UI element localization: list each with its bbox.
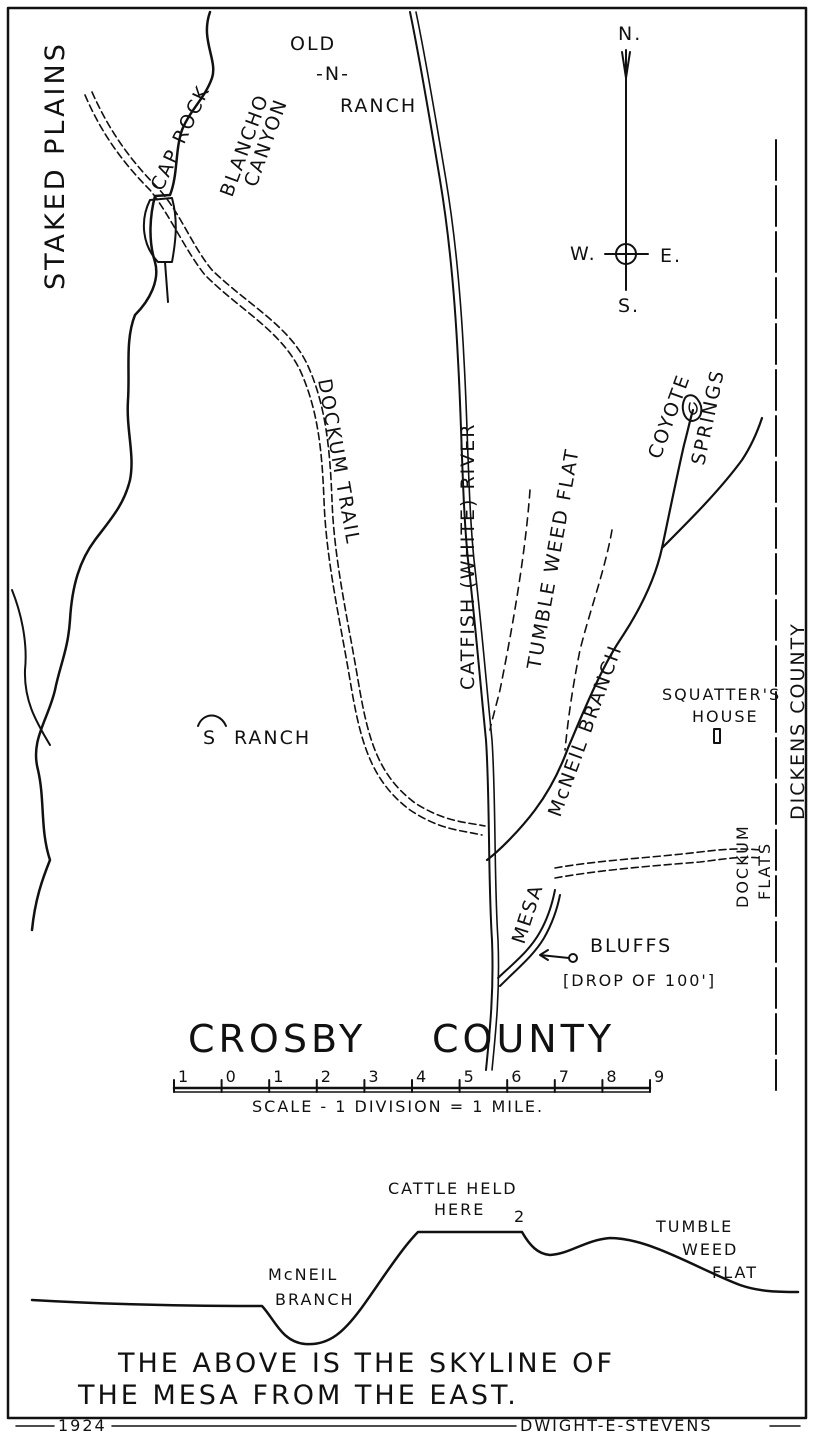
mcneil-branch [485, 408, 695, 862]
compass-n: N. [618, 23, 642, 45]
scale-tick-label: 6 [511, 1067, 523, 1086]
label-old: OLD [290, 33, 336, 55]
catfish-river-bank [415, 11, 500, 1071]
mesa-skyline [30, 1230, 800, 1346]
profile-mcneil-2: BRANCH [275, 1290, 355, 1309]
cap-rock-escarpment [30, 10, 215, 932]
mesa-bluff [497, 889, 556, 979]
caption-line-2: THE MESA FROM THE EAST. [77, 1380, 519, 1411]
coyote-springs-inner [688, 402, 698, 415]
label-ranch-top: RANCH [340, 95, 417, 117]
trail-to-dockum-flats [554, 848, 761, 869]
label-bluffs: BLUFFS [590, 935, 672, 957]
compass-s: S. [618, 295, 640, 317]
bluffs-marker [568, 953, 578, 963]
staked-plains-creek [11, 589, 51, 746]
scale-tick-label: 1 [178, 1067, 190, 1086]
profile-tumble-1: TUMBLE [655, 1217, 733, 1236]
label-dockum-flats-2: FLATS [755, 842, 774, 900]
label-river: CATFISH (WHITE) RIVER [457, 423, 479, 690]
label-crosby: CROSBY [188, 1017, 366, 1061]
footer-author: DWIGHT-E-STEVENS [520, 1416, 712, 1435]
mesa-bluff-edge [499, 894, 561, 987]
profile-cattle-held: CATTLE HELD [388, 1179, 518, 1198]
label-drop: [DROP OF 100'] [563, 971, 716, 990]
scale-tick-label: 0 [226, 1067, 238, 1086]
compass-e: E. [660, 245, 682, 267]
profile-here: HERE [434, 1200, 485, 1219]
label-n: -N- [316, 63, 350, 85]
canyon-wall [142, 197, 177, 263]
label-dickens-county: DICKENS COUNTY [787, 622, 809, 820]
mcneil-tributary [660, 416, 764, 550]
profile-tumble-3: FLAT [712, 1263, 758, 1282]
label-springs: SPRINGS [687, 367, 729, 467]
dockum-trail-edge [91, 91, 486, 827]
compass-rose [604, 49, 649, 291]
tumble-weed-ridge-1 [489, 489, 531, 731]
s-brand-arc [197, 714, 227, 727]
label-mcneil-branch: McNEIL BRANCH [544, 642, 627, 820]
label-dockum-flats-1: DOCKUM [733, 824, 752, 908]
label-mesa: MESA [508, 881, 548, 947]
bluffs-arrow [539, 949, 570, 961]
map-border [6, 6, 808, 1420]
label-squatters: SQUATTER'S [662, 685, 781, 704]
squatters-house-icon [713, 728, 721, 744]
label-coyote: COYOTE [644, 371, 695, 462]
label-cap-rock: CAP ROCK [147, 82, 215, 194]
scale-tick-label: 5 [464, 1067, 476, 1086]
scale-tick-label: 4 [416, 1067, 428, 1086]
label-dockum-trail: DOCKUM TRAIL [313, 377, 364, 547]
label-county: COUNTY [432, 1017, 615, 1061]
scale-tick-label: 3 [368, 1067, 380, 1086]
catfish-river [409, 11, 494, 1071]
footer-year: 1924 [58, 1416, 107, 1435]
scale-bar: 1 0 1 2 3 4 5 6 7 8 9 [172, 1067, 666, 1093]
scale-tick-label: 2 [321, 1067, 333, 1086]
tumble-weed-ridge-2 [564, 529, 613, 751]
dockum-trail [84, 94, 483, 836]
canyon-stub [164, 261, 169, 303]
compass-w: W. [570, 243, 597, 265]
scale-tick-label: 7 [559, 1067, 571, 1086]
trail-to-dockum-flats-edge [554, 856, 761, 879]
label-s-brand: S [203, 727, 217, 749]
label-tumble-weed-flat: TUMBLE WEED FLAT [523, 446, 584, 672]
coyote-springs [681, 394, 703, 422]
profile-here-mark: 2 [514, 1207, 526, 1226]
scale-tick-label: 9 [654, 1067, 666, 1086]
label-staked-plains: STAKED PLAINS [40, 41, 71, 290]
profile-mcneil-1: McNEIL [268, 1265, 338, 1284]
profile-tumble-2: WEED [682, 1240, 738, 1259]
scale-tick-label: 1 [273, 1067, 285, 1086]
label-s-ranch: RANCH [234, 727, 311, 749]
label-house: HOUSE [692, 707, 759, 726]
caption-line-1: THE ABOVE IS THE SKYLINE OF [117, 1348, 615, 1379]
scale-tick-label: 8 [606, 1067, 618, 1086]
scale-label: SCALE - 1 DIVISION = 1 MILE. [252, 1097, 544, 1116]
